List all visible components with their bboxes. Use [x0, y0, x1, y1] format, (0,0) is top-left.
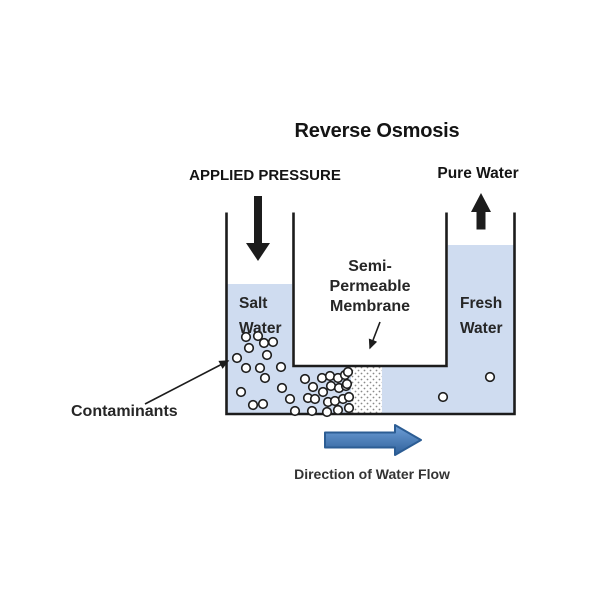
contaminant-circle — [284, 393, 296, 405]
fresh-water-label: Fresh Water — [460, 295, 503, 337]
contaminants-pointer-arrow — [144, 360, 230, 405]
contaminant-circle — [243, 342, 255, 354]
contaminant-circle — [240, 331, 252, 343]
contaminant-circle — [343, 402, 355, 414]
pure-water-up-arrow-icon — [471, 193, 491, 230]
applied-pressure-label: APPLIED PRESSURE — [189, 167, 341, 184]
contaminant-circle — [247, 399, 259, 411]
contaminant-circle — [306, 405, 318, 417]
contaminant-circle — [309, 393, 321, 405]
contaminant-circle — [231, 352, 243, 364]
contaminant-circle — [267, 336, 279, 348]
contaminant-circle — [437, 391, 449, 403]
contaminant-circles — [231, 330, 496, 418]
semi-permeable-membrane-label: Semi- Permeable Membrane — [329, 258, 411, 315]
membrane-pointer-arrow — [368, 321, 381, 350]
contaminant-circle — [321, 406, 333, 418]
contaminant-circle — [252, 330, 264, 342]
contaminant-circle — [484, 371, 496, 383]
contaminant-circle — [254, 362, 266, 374]
pure-water-label: Pure Water — [437, 165, 519, 182]
contaminant-circle — [275, 361, 287, 373]
contaminant-circle — [235, 386, 247, 398]
salt-water-label: Salt Water — [239, 295, 282, 337]
contaminant-circle — [276, 382, 288, 394]
fresh-water-fill — [448, 245, 515, 415]
contaminant-circle — [289, 405, 301, 417]
contaminant-circle — [259, 372, 271, 384]
contaminants-label: Contaminants — [71, 403, 178, 420]
semi-permeable-membrane — [351, 366, 382, 415]
direction-of-water-flow-label: Direction of Water Flow — [294, 466, 450, 482]
contaminant-circle — [317, 386, 329, 398]
contaminant-circle — [240, 362, 252, 374]
contaminant-circle — [261, 349, 273, 361]
contaminant-circle — [343, 391, 355, 403]
inner-container-wall — [292, 212, 448, 368]
diagram-title: Reverse Osmosis — [294, 120, 460, 142]
contaminant-circle — [307, 381, 319, 393]
outer-container-wall — [225, 212, 516, 416]
contaminant-circle — [299, 373, 311, 385]
contaminant-circle — [341, 378, 353, 390]
contaminant-circle — [342, 366, 354, 378]
water-flow-direction-arrow-icon — [324, 424, 422, 456]
applied-pressure-down-arrow-icon — [246, 196, 270, 261]
contaminant-circle — [332, 404, 344, 416]
contaminant-circle — [257, 398, 269, 410]
